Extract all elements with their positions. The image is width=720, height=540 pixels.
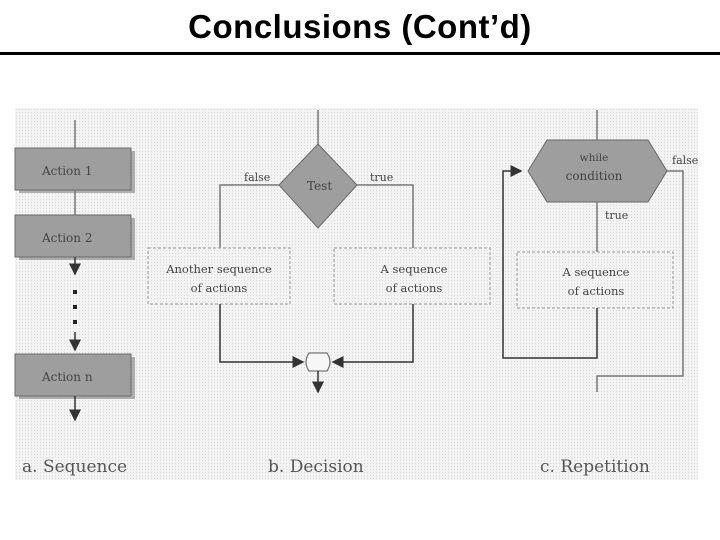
decision-diagram: Test false true Another sequence of acti… xyxy=(147,110,491,477)
false-sequence-box xyxy=(147,247,291,305)
repetition-false-label: false xyxy=(672,154,698,167)
false-sequence-line-2: of actions xyxy=(191,281,248,295)
slide-title: Conclusions (Cont’d) xyxy=(188,8,532,45)
test-label: Test xyxy=(307,179,332,193)
test-diamond xyxy=(278,143,358,229)
true-sequence-line-1: A sequence xyxy=(380,262,448,276)
false-sequence-line-1: Another sequence xyxy=(165,262,272,276)
while-label: while xyxy=(580,152,609,164)
decision-true-label: true xyxy=(370,171,393,184)
true-sequence-line-2: of actions xyxy=(386,281,443,295)
true-merge-arrow xyxy=(331,304,414,368)
loop-body-line-1: A sequence xyxy=(562,265,630,279)
action-box-2: Action 2 xyxy=(14,214,135,260)
false-merge-arrow xyxy=(219,304,305,368)
while-condition-hexagon xyxy=(527,139,668,203)
condition-label: condition xyxy=(566,169,623,183)
action-box-n: Action n xyxy=(14,353,135,399)
loop-body-box xyxy=(516,251,674,309)
decision-false-label: false xyxy=(244,171,270,184)
loop-back-arrow xyxy=(502,165,598,359)
action-box-1: Action 1 xyxy=(14,147,135,193)
repetition-caption: c. Repetition xyxy=(540,457,650,477)
ellipsis-dots xyxy=(73,290,77,324)
action-2-label: Action 2 xyxy=(41,231,92,245)
loop-exit-line xyxy=(596,170,684,392)
decision-caption: b. Decision xyxy=(268,457,364,477)
repetition-diagram: while condition false true A sequence of… xyxy=(502,110,698,477)
merge-connector xyxy=(305,352,331,372)
false-branch-line xyxy=(219,184,279,248)
title-underline xyxy=(0,52,720,55)
loop-body-line-2: of actions xyxy=(568,284,625,298)
true-branch-line xyxy=(357,184,414,248)
sequence-caption: a. Sequence xyxy=(22,457,127,477)
action-1-label: Action 1 xyxy=(41,164,92,178)
true-sequence-box xyxy=(333,247,491,305)
repetition-true-label: true xyxy=(605,209,628,222)
action-n-label: Action n xyxy=(41,370,93,384)
sequence-diagram: Action 1 Action 2 Action n a. Sequence xyxy=(14,120,135,477)
